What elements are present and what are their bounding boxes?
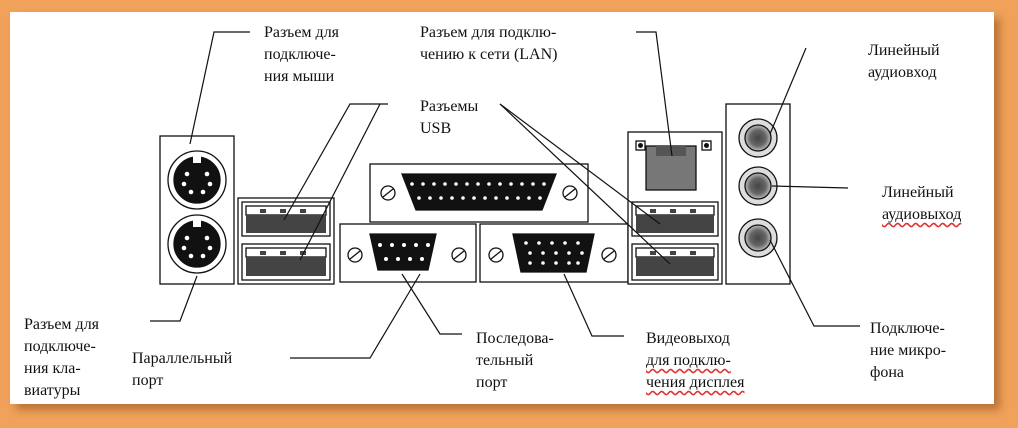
leader-video [563, 273, 624, 337]
usb-port-right-stack [631, 201, 719, 281]
leader-serial [401, 273, 462, 335]
leader-mic [769, 239, 860, 327]
leader-usb-3 [499, 103, 661, 225]
leader-usb-4 [499, 103, 671, 265]
leader-usb-1 [283, 103, 388, 221]
audio-line-out-jack [738, 166, 778, 206]
audio-line-in-jack [738, 118, 778, 158]
leader-mouse [189, 31, 250, 145]
leader-keyboard [150, 275, 198, 322]
leader-lines [150, 31, 860, 359]
vga-port [479, 223, 629, 283]
ps2-keyboard-port [167, 214, 227, 274]
label-keyboard: Разъем для подключе- ния кла- виатуры [24, 316, 100, 399]
label-usb: Разъемы USB [420, 98, 479, 137]
label-serial: Последова- тельный порт [476, 330, 554, 391]
label-parallel: Параллельный порт [132, 350, 233, 389]
label-video: Видеовыход для подклю- чения дисплея [646, 330, 745, 391]
usb-port-left-stack [237, 197, 335, 285]
label-mic: Подключе- ние микро- фона [870, 320, 947, 381]
audio-mic-jack [738, 218, 778, 258]
leader-usb-2 [299, 103, 381, 261]
leader-parallel [290, 273, 421, 359]
rear-panel-diagram [150, 31, 860, 359]
label-line-in: Линейный аудиовход [868, 42, 940, 81]
leader-lan [636, 31, 673, 157]
label-mouse: Разъем для подключе- ния мыши [264, 24, 340, 85]
label-line-out: Линейный аудиовыход [882, 184, 962, 223]
leader-line-out [771, 185, 849, 189]
label-lan: Разъем для подклю- чению к сети (LAN) [420, 24, 558, 63]
parallel-port [369, 163, 589, 223]
ps2-mouse-port [167, 150, 227, 210]
diagram-frame: Разъем для подключе- ния мыши Разъем для… [10, 12, 994, 404]
lan-port [635, 140, 712, 191]
leader-line-in [769, 47, 807, 135]
serial-port [339, 223, 477, 283]
